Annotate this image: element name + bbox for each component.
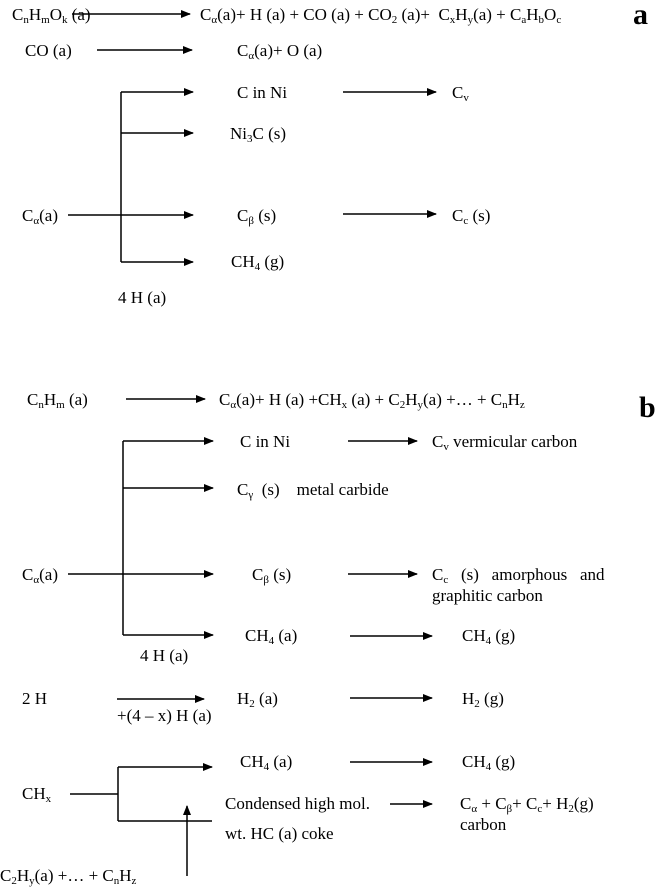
b-h2-adsorbed: H2 (a) [237, 689, 278, 710]
b-cv-vermicular: Cv vermicular carbon [432, 432, 578, 453]
a-cv: Cv [452, 83, 469, 104]
b-c-beta: Cβ (s) [252, 565, 292, 586]
panel-label-a: a [633, 0, 648, 31]
a-4h: 4 H (a) [118, 288, 167, 307]
b-ch4-gas: CH4 (g) [462, 626, 516, 647]
b-4h: 4 H (a) [140, 646, 189, 665]
panel-label-b: b [639, 391, 656, 424]
b-ch4-adsorbed-2: CH4 (a) [240, 752, 293, 773]
b-condensed-line2: wt. HC (a) coke [225, 824, 334, 843]
a-reactant-cnhmok: CnHmOk (a) [12, 5, 91, 26]
a-cc: Cc (s) [452, 206, 491, 227]
b-graphitic-carbon: graphitic carbon [432, 586, 543, 605]
a-reactant-co: CO (a) [25, 41, 72, 60]
a-c-alpha: Cα(a) [22, 206, 58, 227]
b-h2-gas: H2 (g) [462, 689, 504, 710]
a-ch4-gas: CH4 (g) [231, 252, 285, 273]
b-2h: 2 H [22, 689, 48, 708]
b-c-in-ni: C in Ni [240, 432, 291, 451]
b-cc-amorphous: Cc (s) amorphous and [432, 565, 605, 586]
b-chx: CHx [22, 784, 52, 805]
b-ch4-adsorbed: CH4 (a) [245, 626, 298, 647]
b-c2hy-cnhz: C2Hy(a) +… + CnHz [0, 866, 137, 887]
b-reactant-cnhm: CnHm (a) [27, 390, 88, 411]
a-ni3c: Ni3C (s) [230, 124, 287, 145]
b-carbon-word: carbon [460, 815, 507, 834]
b-carbon-products: Cα + Cβ+ Cc+ H2(g) [460, 794, 594, 815]
b-c-alpha: Cα(a) [22, 565, 58, 586]
a-products-r2: Cα(a)+ O (a) [237, 41, 323, 62]
b-ch4-gas-2: CH4 (g) [462, 752, 516, 773]
a-c-beta: Cβ (s) [237, 206, 277, 227]
a-products-r1: Cα(a)+ H (a) + CO (a) + CO2 (a)+ CxHy(a)… [200, 5, 562, 26]
b-condensed-line1: Condensed high mol. [225, 794, 370, 813]
b-4-minus-x-h: +(4 – x) H (a) [117, 706, 212, 725]
b-products-r1: Cα(a)+ H (a) +CHx (a) + C2Hy(a) +… + CnH… [219, 390, 525, 411]
b-cgamma-carbide: Cγ (s) metal carbide [237, 480, 389, 501]
a-c-in-ni: C in Ni [237, 83, 288, 102]
